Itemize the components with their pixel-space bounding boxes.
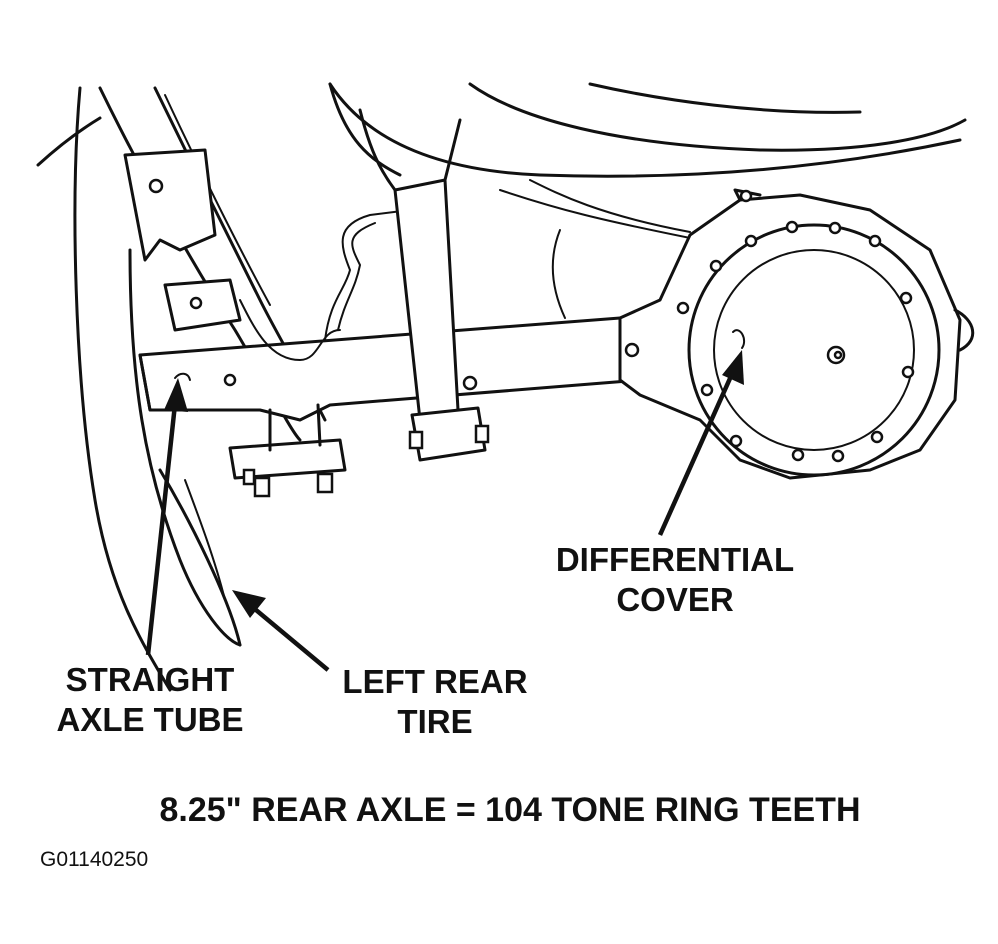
figure-caption: 8.25" REAR AXLE = 104 TONE RING TEETH [159,791,861,829]
label-differential-cover-line2: COVER [616,581,734,618]
label-differential-cover-line1: DIFFERENTIAL [555,541,795,578]
label-left-rear-tire: LEFT REAR TIRE [320,662,550,742]
arrow-axle-tube [145,378,188,656]
brake-line [239,179,701,361]
leader-arrows [145,350,744,672]
shock-absorber [358,108,490,462]
cover-bolts [676,220,915,463]
vehicle-body-outline [36,82,967,178]
differential-housing [618,188,975,480]
u-bolt-plate [228,403,347,498]
arrow-differential-cover [657,350,744,536]
label-differential-cover: DIFFERENTIAL COVER [520,540,830,620]
label-straight-axle-tube: STRAIGHT AXLE TUBE [30,660,270,740]
figure-id: G01140250 [40,848,149,871]
label-straight-axle-tube-line2: AXLE TUBE [56,701,244,738]
left-rear-tire [73,86,242,692]
spring-bracket [123,148,242,332]
label-left-rear-tire-line2: TIRE [397,703,473,740]
label-straight-axle-tube-line1: STRAIGHT [65,661,235,698]
label-left-rear-tire-line1: LEFT REAR [342,663,528,700]
axle-tube [138,316,642,422]
arrow-left-rear-tire [232,590,330,672]
